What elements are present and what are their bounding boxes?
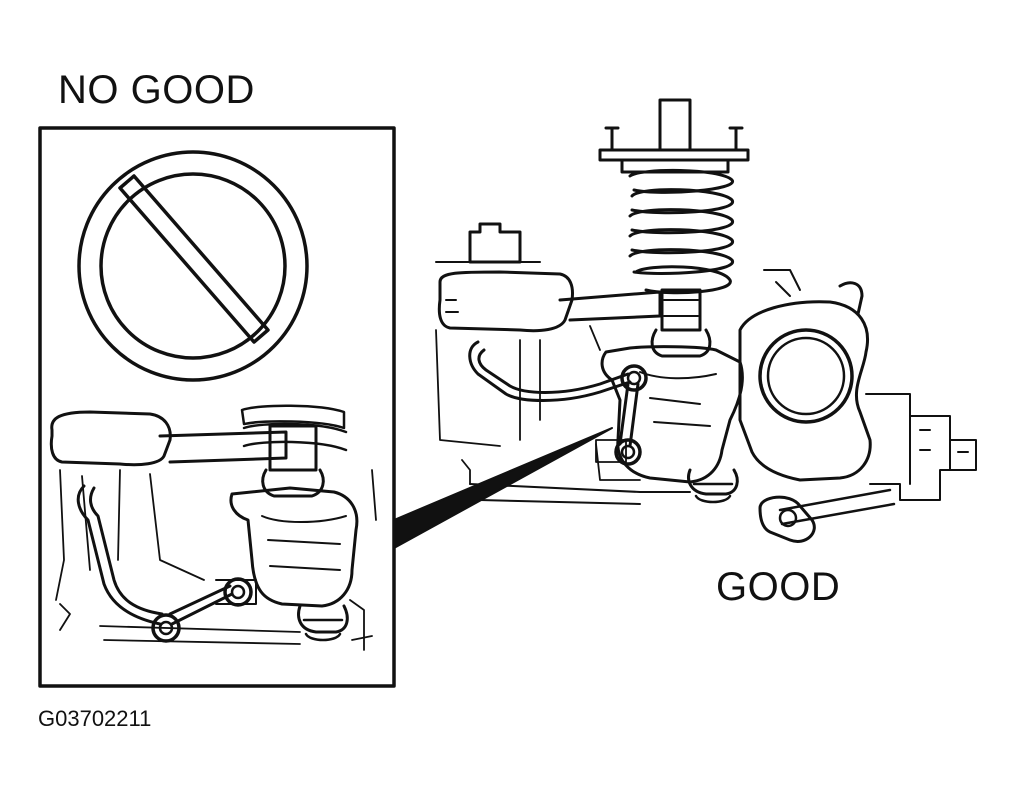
steering-knuckle xyxy=(600,281,872,484)
good-label: GOOD xyxy=(716,565,841,609)
prohibited-sign-icon xyxy=(77,150,309,382)
chassis-lines xyxy=(435,325,641,485)
strut-mount xyxy=(598,98,750,174)
inset-frame xyxy=(38,126,396,688)
frame-detail xyxy=(763,269,977,501)
coil-spring xyxy=(628,168,734,295)
figure-code: G03702211 xyxy=(38,706,152,731)
inset-upper-arm xyxy=(49,404,348,467)
stabilizer-bar-no-good xyxy=(76,484,257,643)
strut-body xyxy=(650,288,712,358)
no-good-inset xyxy=(38,126,396,688)
good-assembly xyxy=(435,98,977,543)
inset-strut xyxy=(261,424,325,498)
callout-pointer xyxy=(393,427,613,549)
no-good-label: NO GOOD xyxy=(58,68,255,112)
stabilizer-bar-good xyxy=(468,340,648,466)
lower-arm xyxy=(469,468,896,543)
upper-control-arm xyxy=(435,222,662,333)
inset-knuckle xyxy=(229,486,359,642)
inset-chassis-lines xyxy=(55,469,377,651)
